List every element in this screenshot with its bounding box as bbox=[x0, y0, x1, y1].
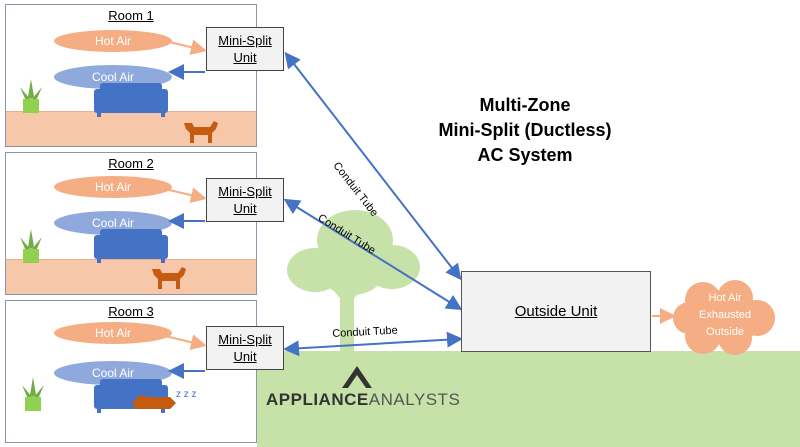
room-1-title: Room 1 bbox=[108, 8, 154, 23]
mini-split-unit-3: Mini-Split Unit bbox=[206, 326, 284, 370]
outside-unit: Outside Unit bbox=[461, 271, 651, 352]
ground bbox=[257, 351, 800, 447]
brand-part-1: APPLIANCE bbox=[266, 390, 369, 409]
hot-air-cloud: Hot Air bbox=[54, 29, 172, 53]
mini-split-unit-2: Mini-Split Unit bbox=[206, 178, 284, 222]
title-line-2: Mini-Split (Ductless) bbox=[438, 120, 612, 140]
dog-icon bbox=[152, 267, 186, 289]
title-line-1: Multi-Zone bbox=[479, 95, 571, 115]
floor bbox=[6, 259, 256, 294]
couch-icon bbox=[94, 229, 168, 263]
exhaust-line-1: Hot Air bbox=[708, 292, 742, 304]
cool-air-label: Cool Air bbox=[91, 366, 135, 380]
dog-icon bbox=[184, 121, 218, 143]
sleeping-dog-icon bbox=[132, 395, 176, 409]
unit-label-line1: Mini-Split bbox=[218, 33, 272, 48]
unit-label-line1: Mini-Split bbox=[218, 184, 272, 199]
unit-label-line2: Unit bbox=[233, 50, 257, 65]
couch-icon bbox=[94, 83, 168, 117]
hot-air-label: Hot Air bbox=[94, 34, 131, 48]
plant-icon bbox=[20, 79, 42, 113]
cool-air-label: Cool Air bbox=[91, 70, 135, 84]
title-line-3: AC System bbox=[477, 145, 573, 165]
sleep-zzz: z z z bbox=[176, 389, 197, 400]
room-2-title: Room 2 bbox=[108, 156, 154, 171]
unit-label-line2: Unit bbox=[233, 349, 257, 364]
room-3-title: Room 3 bbox=[108, 304, 154, 319]
hot-air-cloud: Hot Air bbox=[54, 321, 172, 345]
exhaust-cloud-icon bbox=[673, 280, 775, 355]
room-2: Room 2 Hot Air Cool Air bbox=[5, 152, 257, 295]
cool-air-label: Cool Air bbox=[91, 216, 135, 230]
diagram-title: Multi-Zone Mini-Split (Ductless) AC Syst… bbox=[400, 93, 650, 168]
brand-wordmark: APPLIANCEANALYSTS bbox=[266, 390, 460, 410]
exhaust-line-2: Exhausted bbox=[699, 309, 751, 321]
hot-air-cloud: Hot Air bbox=[54, 175, 172, 199]
hot-air-label: Hot Air bbox=[94, 180, 131, 194]
unit-label-line2: Unit bbox=[233, 201, 257, 216]
hot-air-label: Hot Air bbox=[94, 326, 131, 340]
exhaust-label: Hot Air Exhausted Outside bbox=[677, 290, 773, 341]
exhaust-line-3: Outside bbox=[706, 326, 744, 338]
brand-part-2: ANALYSTS bbox=[368, 390, 461, 409]
plant-icon bbox=[22, 377, 44, 411]
plant-icon bbox=[20, 229, 42, 263]
brand-logo-icon bbox=[342, 366, 372, 388]
outside-unit-label: Outside Unit bbox=[514, 303, 598, 320]
room-3: Room 3 Hot Air Cool Air z z z bbox=[5, 300, 257, 443]
unit-label-line1: Mini-Split bbox=[218, 332, 272, 347]
